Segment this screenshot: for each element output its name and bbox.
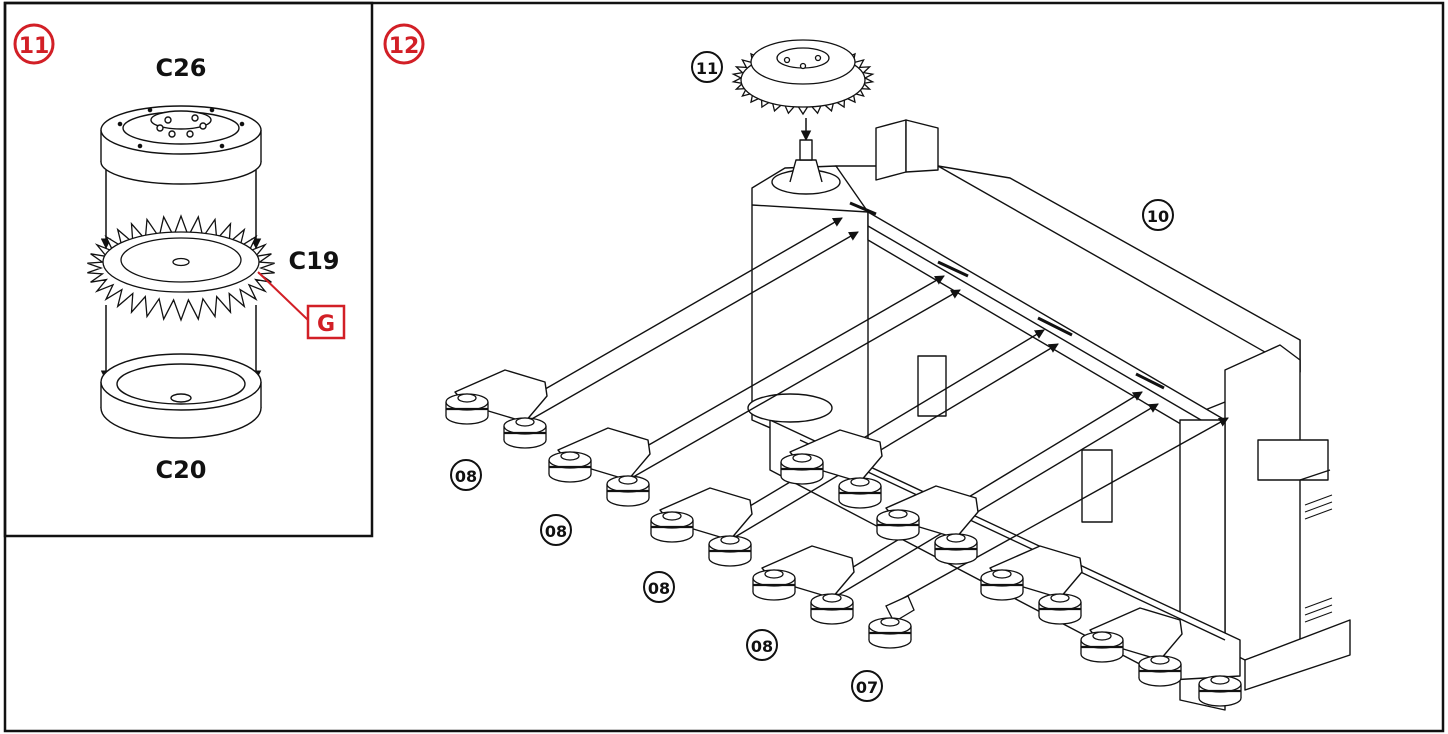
roller-single-07: [868, 595, 915, 649]
step-12-number: 12: [389, 34, 420, 59]
callout-08-c: 08: [643, 571, 675, 603]
svg-text:08: 08: [455, 467, 477, 486]
svg-text:11: 11: [696, 59, 718, 78]
callout-08-d: 08: [746, 629, 778, 661]
callout-10: 10: [1142, 199, 1174, 231]
label-c19: C19: [288, 247, 339, 275]
flag-g: G: [257, 271, 346, 340]
top-gear-cap: [731, 39, 875, 116]
left-panel-frame: [3, 1, 374, 538]
label-c20: C20: [155, 456, 206, 484]
callout-11: 11: [691, 51, 723, 83]
flag-g-text: G: [317, 312, 335, 337]
roller-arm-08-c: [650, 487, 753, 567]
svg-text:08: 08: [648, 579, 670, 598]
step-11-number: 11: [19, 34, 50, 59]
roller-arm-08-b: [548, 427, 651, 507]
step-11-badge: 11: [13, 23, 55, 65]
roller-mounted-end: [1198, 675, 1242, 707]
roller-arm-mounted-3: [980, 545, 1083, 625]
label-c26: C26: [155, 54, 206, 82]
svg-text:07: 07: [856, 678, 878, 697]
roller-arm-08-a: [445, 369, 548, 449]
step-12-badge: 12: [383, 23, 425, 65]
svg-text:08: 08: [545, 522, 567, 541]
callout-08-b: 08: [540, 514, 572, 546]
frame-body: [747, 119, 1351, 711]
svg-text:08: 08: [751, 637, 773, 656]
callout-08-a: 08: [450, 459, 482, 491]
roller-arm-08-d: [752, 545, 855, 625]
roller-assemblies: [445, 369, 1242, 707]
part-c19-gear: [87, 214, 275, 322]
callout-07: 07: [851, 670, 883, 702]
svg-text:10: 10: [1147, 207, 1169, 226]
roller-arm-mounted-2: [876, 485, 979, 565]
roller-arm-mounted-1: [780, 429, 883, 509]
part-c26-cover: [100, 105, 262, 185]
roller-arm-mounted-4: [1080, 607, 1183, 687]
part-c20-base: [100, 353, 262, 439]
